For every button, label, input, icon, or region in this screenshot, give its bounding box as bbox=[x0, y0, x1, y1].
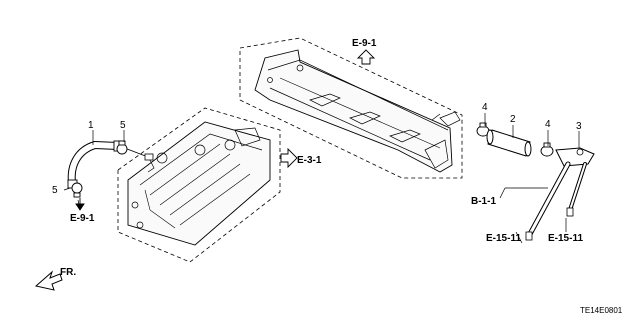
ref-e-15-11-a[interactable]: E-15-11 bbox=[486, 233, 521, 244]
callout-part-3: 3 bbox=[576, 121, 582, 132]
ref-e-3-1[interactable]: E-3-1 bbox=[297, 155, 322, 166]
leader-lines bbox=[63, 113, 580, 244]
intake-manifold bbox=[117, 107, 281, 263]
clamp-part-5-upper bbox=[116, 140, 128, 155]
arrow-e-9-1-top bbox=[356, 49, 376, 65]
callout-part-4-right: 4 bbox=[545, 119, 551, 130]
breather-pipe-part-3 bbox=[525, 147, 595, 241]
clamp-part-4-right bbox=[540, 142, 554, 157]
cylinder-head-cover bbox=[239, 37, 463, 179]
callout-part-1: 1 bbox=[88, 120, 94, 131]
ref-e-9-1-top[interactable]: E-9-1 bbox=[352, 38, 377, 49]
callout-part-5-lower: 5 bbox=[52, 185, 58, 196]
clamp-part-4-left bbox=[476, 122, 490, 137]
callout-part-2: 2 bbox=[510, 114, 516, 125]
ref-b-1-1[interactable]: B-1-1 bbox=[471, 196, 496, 207]
clamp-part-5-lower bbox=[71, 182, 83, 198]
diagram-code: TE14E0801 bbox=[580, 306, 623, 315]
fr-direction-arrow bbox=[34, 270, 63, 291]
arrow-e-3-1 bbox=[280, 147, 298, 169]
breather-hose-part-2 bbox=[486, 129, 532, 157]
fr-direction-label: FR. bbox=[60, 267, 76, 278]
arrow-e-9-1-left bbox=[75, 198, 85, 211]
callout-part-5-upper: 5 bbox=[120, 120, 126, 131]
callout-part-4-left: 4 bbox=[482, 102, 488, 113]
ref-e-15-11-b[interactable]: E-15-11 bbox=[548, 233, 583, 244]
ref-e-9-1-left[interactable]: E-9-1 bbox=[70, 213, 95, 224]
